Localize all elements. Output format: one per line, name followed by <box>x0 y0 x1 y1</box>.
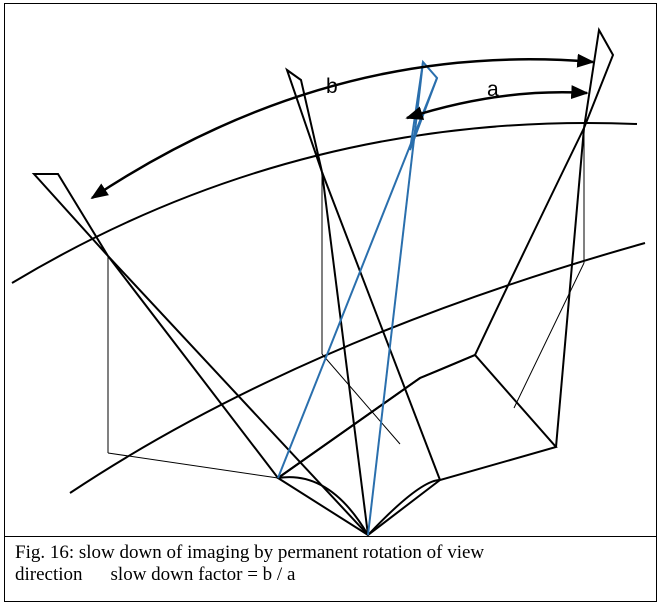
dimension-arrows <box>90 53 595 200</box>
label-b: b <box>326 75 338 98</box>
cone-tip-left <box>31 173 109 257</box>
arcs <box>11 121 646 494</box>
caption-factor: slow down factor = b / a <box>110 564 296 585</box>
cone-tip-middle <box>285 67 323 173</box>
inner-arc <box>69 242 646 494</box>
arrow-b <box>90 53 595 200</box>
figure-caption: Fig. 16: slow down of imaging by permane… <box>15 542 645 586</box>
caption-line-1: Fig. 16: slow down of imaging by permane… <box>15 542 485 563</box>
caption-line-2: direction slow down factor = b / a <box>15 564 645 586</box>
label-a: a <box>487 78 499 101</box>
view-cones <box>31 26 615 536</box>
arrow-a <box>405 85 589 120</box>
diagram: b a <box>11 26 646 536</box>
projection-lines <box>107 128 585 479</box>
caption-divider <box>4 536 657 537</box>
caption-direction: direction <box>15 564 83 585</box>
outer-arc <box>11 121 638 284</box>
cone-tip-right <box>583 26 615 129</box>
